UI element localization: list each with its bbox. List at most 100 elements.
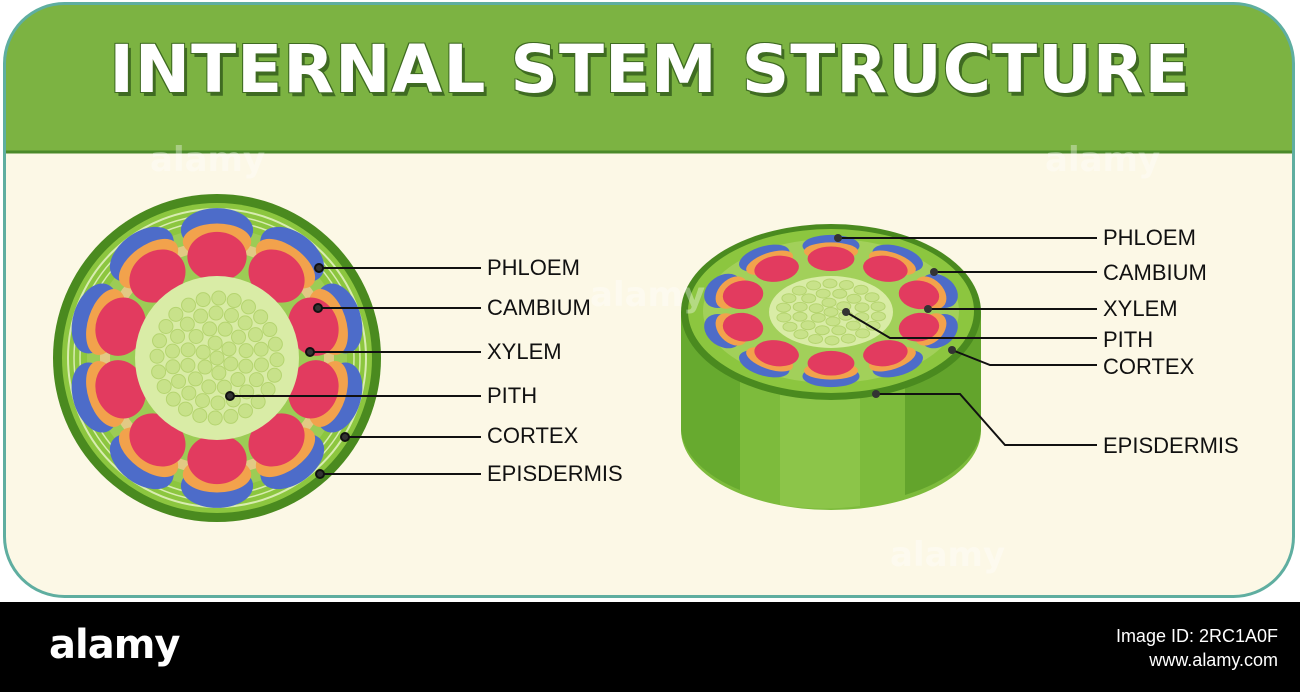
pith-cell <box>171 373 187 389</box>
label-phloem-left: PHLOEM <box>487 255 580 280</box>
pith-cell <box>808 333 824 344</box>
pith-cell <box>853 284 869 295</box>
pith-cell <box>179 316 195 332</box>
pith-cell <box>808 303 824 314</box>
pith-cell <box>208 305 224 321</box>
pith-cell <box>822 278 838 289</box>
vascular-bundle <box>71 360 146 433</box>
pith-cell <box>806 280 822 291</box>
xylem-patch <box>95 360 146 419</box>
label-pith-left: PITH <box>487 383 538 408</box>
stem-cylinder <box>681 224 981 510</box>
pith-cell <box>793 329 809 340</box>
pith-cell <box>262 322 278 338</box>
pith-cell <box>209 350 225 366</box>
xylem-patch <box>187 434 247 485</box>
xylem-patch <box>129 413 186 467</box>
vascular-bundle <box>71 283 146 356</box>
pith-cell <box>211 365 227 381</box>
pith-cell <box>193 308 209 324</box>
pith-cell <box>864 292 880 303</box>
xylem-patch <box>288 297 339 356</box>
dot-cambium-right <box>930 268 938 276</box>
label-phloem-right: PHLOEM <box>1103 225 1196 250</box>
pith-cell <box>207 335 223 351</box>
pith-cell <box>238 358 254 374</box>
pith-cell <box>845 320 861 331</box>
pith-cell <box>800 320 816 331</box>
leader-pith-right <box>845 311 1097 339</box>
vascular-bundle <box>863 340 923 378</box>
cross-section-diagram <box>53 194 1097 522</box>
xylem-patch <box>722 280 764 310</box>
vascular-bundle <box>802 350 860 388</box>
pith-cell <box>180 357 196 373</box>
pith-cell <box>237 403 253 419</box>
pith-cell <box>838 280 854 291</box>
pith-cell <box>165 343 181 359</box>
pith-cell <box>825 316 841 327</box>
xylem-patch <box>863 340 908 367</box>
pith-cell <box>207 410 223 426</box>
xylem-patch <box>898 312 940 342</box>
pith-cell <box>192 407 208 423</box>
pith-cell <box>814 325 830 336</box>
cylinder-highlight <box>780 380 860 509</box>
vascular-bundle <box>109 413 186 490</box>
xylem-patch <box>722 312 764 342</box>
pith-cell <box>791 285 807 296</box>
label-cambium-left: CAMBIUM <box>487 295 591 320</box>
xylem-patch <box>754 255 799 282</box>
pith-cell <box>195 393 211 409</box>
vascular-bundle <box>863 244 923 282</box>
pith-cell <box>165 391 181 407</box>
xylem-patch <box>807 246 855 272</box>
image-info: Image ID: 2RC1A0F www.alamy.com <box>1116 624 1278 672</box>
pith-cell <box>216 379 232 395</box>
pith-cell <box>831 325 847 336</box>
watermark: alamy <box>590 275 706 315</box>
pith-cell <box>180 342 196 358</box>
dot-cortex-left <box>340 432 350 442</box>
pith-cell <box>202 321 218 337</box>
label-pith-right: PITH <box>1103 327 1154 352</box>
pith-cell <box>782 321 798 332</box>
vascular-bundle <box>288 360 363 433</box>
dot-phloem-right <box>834 234 842 242</box>
right-leader-lines <box>838 237 1097 446</box>
xylem-patch <box>187 231 247 282</box>
pith-cell <box>840 333 856 344</box>
pith-cell <box>165 359 181 375</box>
top-pith-cells <box>776 278 886 346</box>
pith-cell <box>792 311 808 322</box>
pith-cell <box>231 329 247 345</box>
cylinder-shade-right <box>905 312 981 495</box>
pith-cell <box>237 315 253 331</box>
watermark: alamy <box>890 535 1006 575</box>
xylem-patch <box>288 360 339 419</box>
pith-cell <box>211 290 227 306</box>
xylem-patch <box>248 249 305 303</box>
vascular-bundle <box>739 244 799 282</box>
left-leader-lines <box>225 263 481 479</box>
pith-cell <box>197 359 213 375</box>
pith-cell <box>181 385 197 401</box>
pith-cell <box>776 312 792 323</box>
vascular-bundle <box>288 283 363 356</box>
pith-cell <box>824 335 840 346</box>
pith-cell <box>810 312 826 323</box>
pith-cell <box>221 341 237 357</box>
xylem-patch <box>863 255 908 282</box>
pith-cell <box>152 333 168 349</box>
image-id: Image ID: 2RC1A0F <box>1115 626 1278 646</box>
pith-cell <box>223 307 239 323</box>
leader-epidermis-right <box>876 393 1097 446</box>
cross-section <box>53 194 381 522</box>
xylem-patch <box>129 249 186 303</box>
pith-cell <box>253 341 269 357</box>
label-epidermis-left: EPISDERMIS <box>487 461 623 486</box>
pith-cell <box>253 309 269 325</box>
label-cambium-right: CAMBIUM <box>1103 260 1207 285</box>
pith-cell <box>832 288 848 299</box>
vascular-bundle <box>180 208 254 282</box>
